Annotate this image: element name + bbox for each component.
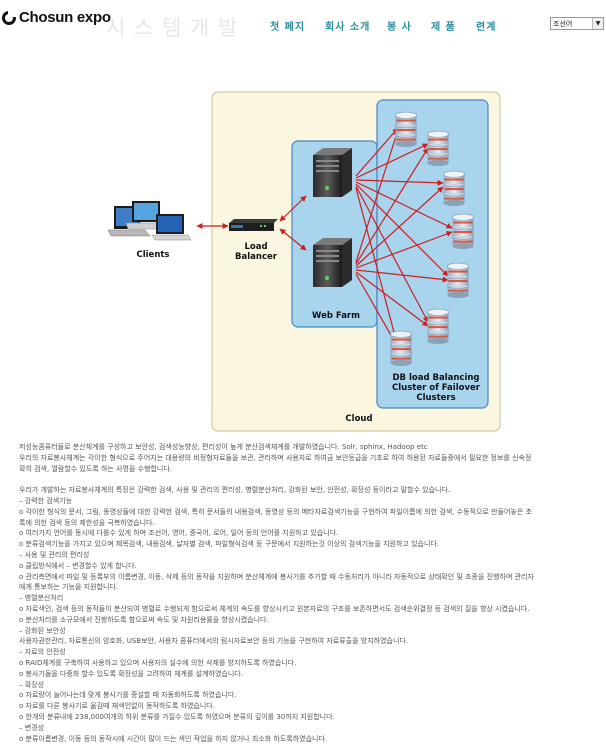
- architecture-diagram: Clients Load Balancer Web Farm DB load B…: [107, 91, 501, 432]
- paragraph-line: o 분류검색기능을 가지고 있으며 제목검색, 내용검색, 날자별 검색, 파일…: [19, 540, 440, 549]
- cluster-label-1: DB load Balancing: [392, 373, 479, 383]
- paragraph-line: – 사용 및 관리의 편리성: [19, 550, 90, 559]
- paragraph-line: o 한개의 분류내에 238,000여개의 하위 분류를 가질수 있도록 하였으…: [19, 712, 335, 721]
- paragraph-line: – 병렬분산처리: [19, 594, 64, 603]
- nav-item-home[interactable]: 첫 페지: [270, 22, 306, 33]
- paragraph-line: o 여러가지 언어를 동시에 다룰수 있게 하며 조선어, 영어, 중국어, 로…: [19, 529, 339, 538]
- web-server-2: [313, 238, 352, 287]
- logo-text: Chosun expo: [19, 9, 111, 26]
- paragraph-line: o 자료량이 늘어나는데 맞게 봉사기를 증설할 때 자동화하도록 하였습니다.: [19, 691, 237, 700]
- language-select[interactable]: 조선어 ▼: [550, 17, 604, 30]
- language-select-value: 조선어: [553, 20, 573, 28]
- paragraph-line: o 자료색인, 검색 등의 동작들이 분산되여 병렬로 수행되게 함으로써 체계…: [19, 604, 530, 613]
- nav-item-products[interactable]: 제 품: [431, 22, 456, 33]
- paragraph-line: 확히 검색, 열람할수 있도록 하는 사명을 수행합니다.: [19, 464, 173, 473]
- paragraph-line: 우리의 자료봉사체계는 각이한 형식으로 주어지는 대용량의 비정형자료들을 보…: [19, 453, 532, 462]
- description-text: 저성능콤퓨터들로 분산체계를 구성하고 보안성, 검색성능향상, 편리성이 높게…: [19, 442, 599, 744]
- logo-icon: [2, 10, 16, 25]
- paragraph-line: – 자료의 안전성: [19, 648, 66, 657]
- clients-laptops: [107, 201, 192, 241]
- paragraph-line: o 분산처리를 소규모에서 진행하도록 함으로써 속도 및 자원리용률을 향상시…: [19, 615, 269, 624]
- paragraph-line: o 자료를 다른 봉사기로 옮김때 재색인없이 동작하도록 하였습니다.: [19, 702, 215, 711]
- logo[interactable]: Chosun expo: [2, 9, 111, 26]
- nav-item-about[interactable]: 회사 소개: [325, 22, 371, 33]
- paragraph-line: 에게 통보하는 기능을 지원합니다.: [19, 583, 119, 592]
- paragraph-line: 저성능콤퓨터들로 분산체계를 구성하고 보안성, 검색성능향상, 편리성이 높게…: [19, 443, 428, 451]
- page-title-watermark: 시 스 템 개 발: [106, 16, 239, 40]
- clients-label: Clients: [136, 250, 169, 260]
- paragraph-line: – 변경성: [19, 723, 45, 732]
- paragraph-line: o RAID체계를 구축하여 사용하고 있으며 사용자의 실수에 의한 삭제를 …: [19, 658, 297, 667]
- load-balancer-device: [229, 219, 278, 231]
- paragraph-line: 사용자권한관리, 자료통신의 암호화, USB보안, 사용자 콤퓨터에서의 림시…: [19, 637, 409, 646]
- paragraph-line: o 각이한 형식의 문서, 그림, 동영상들에 대한 강력한 검색, 특히 문서…: [19, 507, 532, 516]
- site-header: Chosun expo 시 스 템 개 발 첫 페지 회사 소개 봉 사 제 품…: [0, 0, 606, 44]
- paragraph-line: 록에 의한 검색 등의 제한성을 극복하였습니다.: [19, 518, 155, 527]
- cluster-label-2: Cluster of Failover: [392, 383, 481, 393]
- nav-item-services[interactable]: 봉 사: [387, 22, 412, 33]
- load-balancer-label-2: Balancer: [235, 252, 278, 262]
- paragraph-line: – 확장성: [19, 680, 45, 689]
- paragraph-line: 우리가 개발하는 자료봉사체계의 특징은 강력한 검색, 사용 및 관리의 편리…: [19, 486, 451, 495]
- paragraph-gap: [19, 474, 599, 485]
- nav-item-contact[interactable]: 련계: [476, 22, 497, 33]
- paragraph-line: o 분류이름변경, 이동 등의 동작시에 시간이 많이 드는 색인 작업을 하지…: [19, 734, 328, 743]
- load-balancer-label-1: Load: [244, 242, 267, 252]
- paragraph-line: – 강력한 검색기능: [19, 496, 73, 505]
- paragraph-line: – 강화된 보안성: [19, 626, 66, 635]
- paragraph-line: o 클립방식에서 – 변경할수 있게 합니다.: [19, 561, 137, 570]
- paragraph-line: o 봉사기들을 다중화 할수 있도록 확장성을 고려하여 체계를 설계하였습니다…: [19, 669, 243, 678]
- connection-arrows: [196, 127, 453, 345]
- web-server-1: [313, 148, 352, 197]
- chevron-down-icon: ▼: [592, 18, 603, 29]
- cloud-label: Cloud: [345, 414, 372, 424]
- web-farm-label: Web Farm: [312, 311, 360, 321]
- cluster-label-3: Clusters: [416, 393, 455, 403]
- paragraph-line: o 관리측면에서 파일 및 등록부의 이름변경, 이동, 삭제 등의 동작을 지…: [19, 572, 534, 581]
